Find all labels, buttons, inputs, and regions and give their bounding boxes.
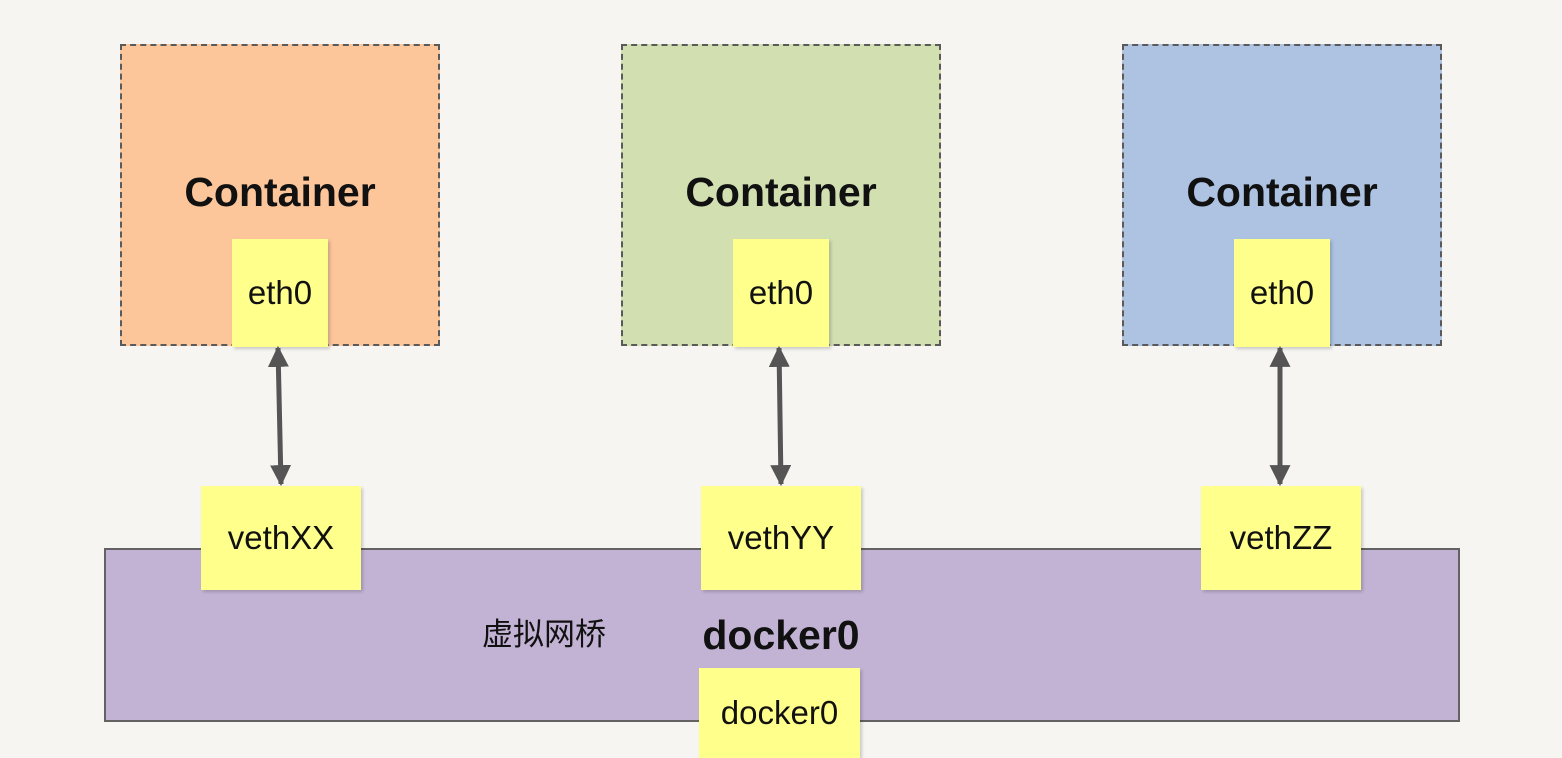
link-arrow-1 (267, 345, 292, 487)
link-arrow-2 (768, 345, 792, 487)
bridge-interface-docker0: docker0 (699, 668, 860, 758)
bridge-title: docker0 (702, 612, 860, 658)
container-box-2: Container eth0 (621, 44, 941, 347)
container-box-1: Container eth0 (120, 44, 440, 347)
virtual-bridge-label: 虚拟网桥 (482, 617, 606, 653)
veth-interface-2: vethYY (701, 486, 861, 590)
container-interface-eth0: eth0 (1234, 239, 1330, 347)
veth-interface-3: vethZZ (1201, 486, 1361, 590)
container-box-3: Container eth0 (1122, 44, 1442, 347)
container-title: Container (1186, 169, 1378, 215)
container-title: Container (685, 169, 877, 215)
container-interface-eth0: eth0 (232, 239, 328, 347)
container-title: Container (184, 169, 376, 215)
container-interface-eth0: eth0 (733, 239, 829, 347)
veth-interface-1: vethXX (201, 486, 361, 590)
